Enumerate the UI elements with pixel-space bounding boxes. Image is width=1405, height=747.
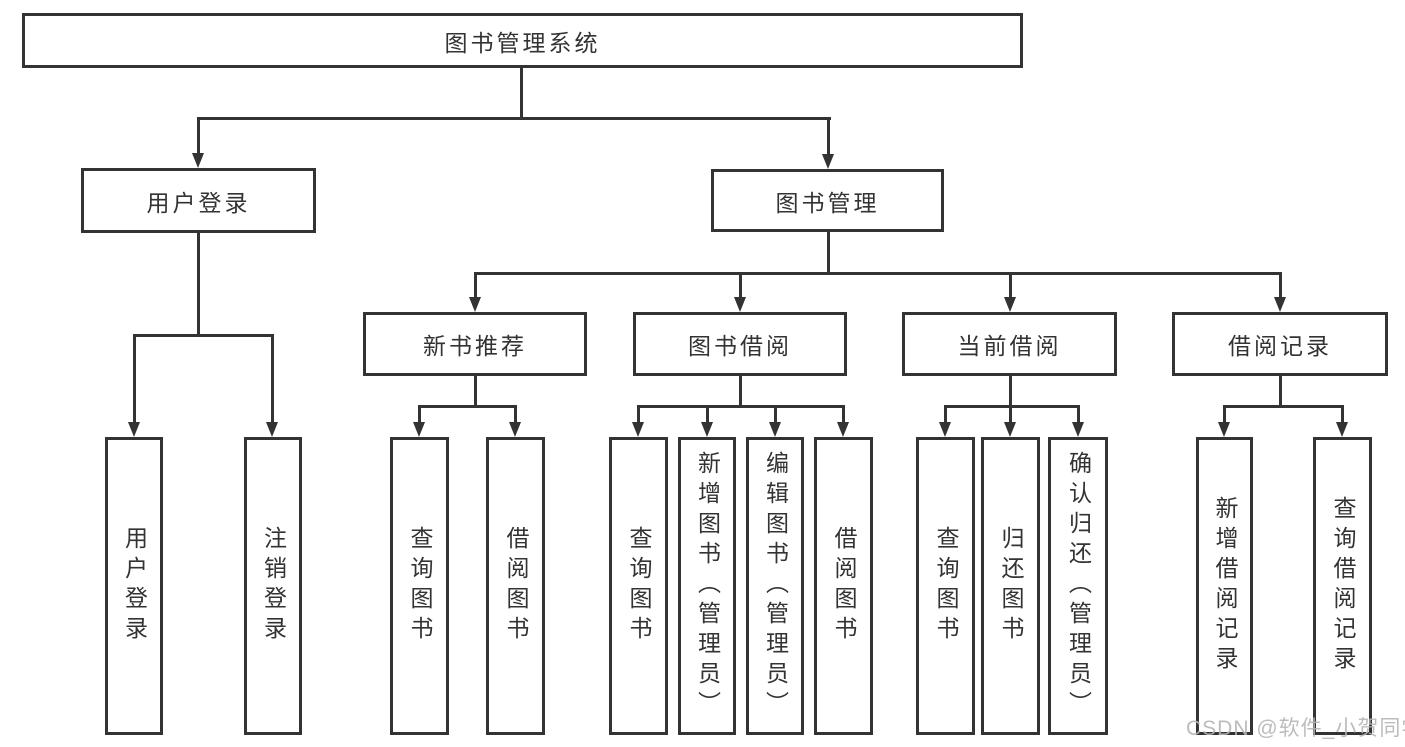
arrowhead-icon	[837, 422, 849, 437]
connector-segment	[133, 334, 274, 337]
connector-segment	[944, 405, 947, 424]
connector-segment	[197, 117, 831, 120]
node-new-book-recommendation: 新书推荐	[363, 312, 587, 376]
node-book-borrowing: 图书借阅	[633, 312, 847, 376]
node-label: 归还图书	[998, 526, 1024, 646]
node-label: 新增图书（管理员）	[694, 451, 721, 721]
connector-segment	[1279, 376, 1282, 408]
node-label: 新书推荐	[423, 333, 527, 359]
node-current-borrowing: 当前借阅	[902, 312, 1117, 376]
connector-segment	[637, 405, 640, 424]
node-label: 当前借阅	[957, 333, 1062, 359]
connector-segment	[739, 272, 742, 300]
node-label: 借阅记录	[1228, 333, 1332, 359]
node-borrow-books-recommend: 借阅图书	[486, 437, 545, 735]
arrowhead-icon	[769, 422, 781, 437]
node-label: 确认归还（管理员）	[1065, 451, 1092, 721]
connector-segment	[827, 117, 830, 156]
connector-segment	[520, 68, 523, 120]
node-user-login: 用户登录	[81, 168, 316, 233]
connector-segment	[1223, 405, 1344, 408]
node-label: 用户登录	[121, 526, 148, 646]
arrowhead-icon	[413, 422, 425, 437]
node-label: 查询图书	[407, 526, 433, 646]
connector-segment	[197, 233, 200, 337]
connector-segment	[1223, 405, 1226, 424]
node-label: 新增借阅记录	[1212, 496, 1238, 676]
arrowhead-icon	[1004, 422, 1016, 437]
node-label: 注销登录	[260, 526, 287, 646]
node-borrowing-records: 借阅记录	[1172, 312, 1388, 376]
node-label: 查询借阅记录	[1330, 496, 1356, 676]
csdn-watermark: CSDN @软件_小贺同学	[1186, 717, 1405, 740]
node-edit-books-admin: 编辑图书（管理员）	[746, 437, 804, 735]
node-library-management-system: 图书管理系统	[22, 13, 1023, 68]
connector-segment	[197, 117, 200, 155]
connector-segment	[474, 272, 1282, 275]
node-label: 图书管理	[775, 189, 880, 216]
arrowhead-icon	[632, 422, 644, 437]
node-label: 图书管理系统	[444, 29, 601, 56]
connector-segment	[514, 405, 517, 424]
connector-segment	[842, 405, 845, 424]
connector-segment	[774, 405, 777, 424]
node-user-login-leaf: 用户登录	[105, 437, 163, 735]
arrowhead-icon	[1336, 422, 1348, 437]
connector-segment	[1341, 405, 1344, 424]
arrowhead-icon	[1004, 297, 1016, 312]
node-query-borrow-record: 查询借阅记录	[1313, 437, 1372, 735]
node-label: 编辑图书（管理员）	[762, 451, 789, 721]
node-logout: 注销登录	[244, 437, 302, 735]
arrowhead-icon	[266, 422, 278, 437]
node-query-books-current: 查询图书	[916, 437, 975, 735]
node-label: 借阅图书	[831, 526, 857, 646]
connector-segment	[271, 334, 274, 424]
arrowhead-icon	[192, 153, 204, 168]
node-confirm-return-admin: 确认归还（管理员）	[1048, 437, 1108, 735]
node-return-books: 归还图书	[981, 437, 1040, 735]
node-label: 用户登录	[146, 189, 251, 216]
node-query-books-borrowing: 查询图书	[609, 437, 668, 735]
node-add-borrow-record: 新增借阅记录	[1196, 437, 1253, 735]
connector-segment	[418, 405, 517, 408]
connector-segment	[827, 232, 830, 275]
arrowhead-icon	[1072, 422, 1084, 437]
connector-segment	[1077, 405, 1080, 424]
connector-segment	[706, 405, 709, 424]
connector-segment	[1009, 376, 1012, 408]
connector-segment	[418, 405, 421, 424]
connector-segment	[474, 376, 477, 408]
arrowhead-icon	[1274, 297, 1286, 312]
connector-segment	[637, 405, 845, 408]
arrowhead-icon	[469, 297, 481, 312]
node-add-books-admin: 新增图书（管理员）	[678, 437, 736, 735]
node-label: 借阅图书	[503, 526, 529, 646]
connector-segment	[1279, 272, 1282, 300]
arrowhead-icon	[1218, 422, 1230, 437]
connector-segment	[739, 376, 742, 408]
connector-segment	[944, 405, 1080, 408]
node-query-books-recommend: 查询图书	[390, 437, 449, 735]
node-label: 图书借阅	[688, 333, 792, 359]
connector-segment	[474, 272, 477, 300]
arrowhead-icon	[128, 422, 140, 437]
arrowhead-icon	[734, 297, 746, 312]
connector-segment	[1009, 272, 1012, 300]
node-label: 查询图书	[626, 526, 652, 646]
arrowhead-icon	[822, 154, 834, 169]
arrowhead-icon	[509, 422, 521, 437]
node-book-management: 图书管理	[711, 169, 944, 232]
connector-segment	[133, 334, 136, 424]
connector-segment	[1009, 405, 1012, 424]
node-borrow-books-borrowing: 借阅图书	[814, 437, 873, 735]
node-label: 查询图书	[933, 526, 959, 646]
arrowhead-icon	[939, 422, 951, 437]
arrowhead-icon	[701, 422, 713, 437]
